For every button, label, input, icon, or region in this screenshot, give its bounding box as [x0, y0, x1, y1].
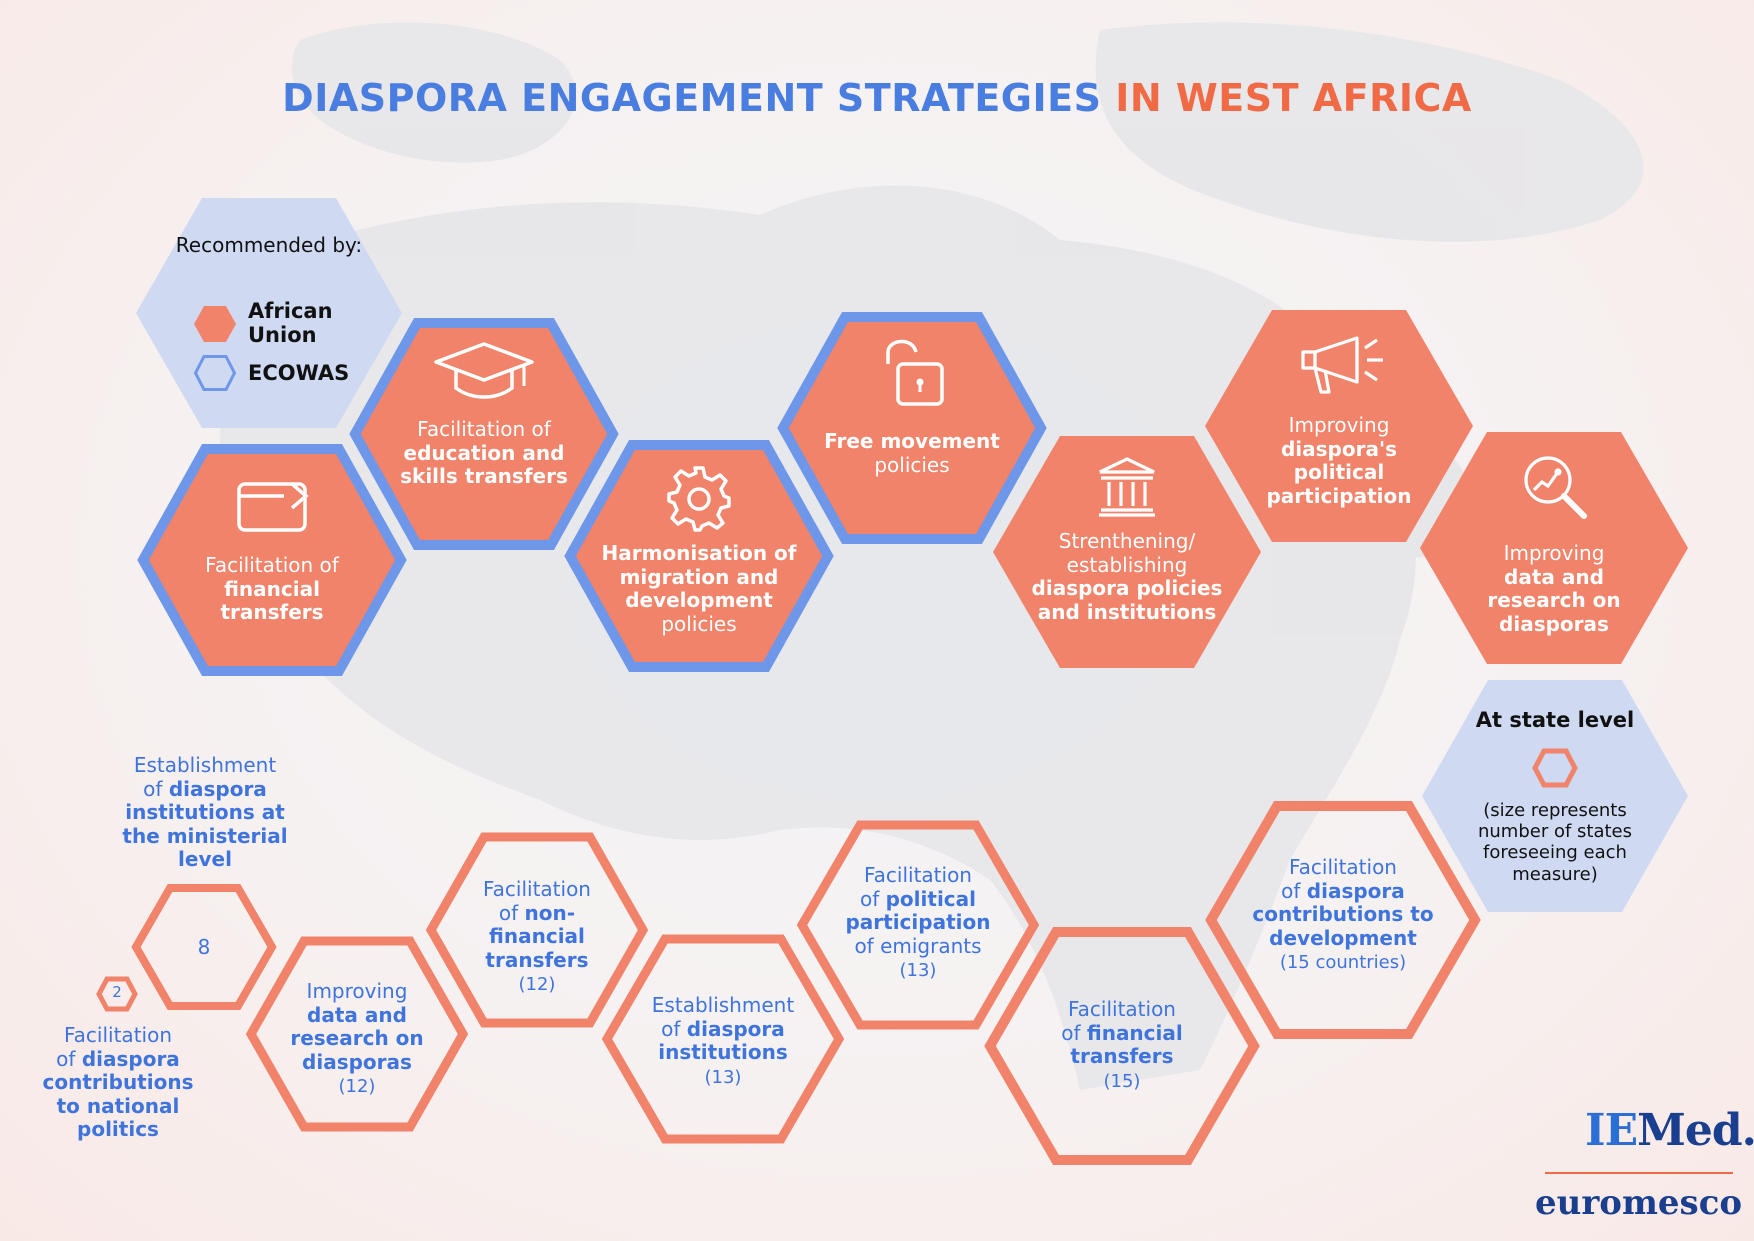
legend-ecowas-label: ECOWAS: [248, 361, 350, 385]
state-count-ministerial: 8: [197, 935, 211, 959]
graduation-cap-icon: [434, 342, 534, 399]
state-level-note: (size represents number of states forese…: [1477, 800, 1632, 885]
au-hex-icon: [194, 306, 236, 342]
magnifier-chart-icon: [1524, 456, 1587, 519]
gear-icon: [667, 466, 731, 532]
legend-heading: Recommended by:: [175, 233, 363, 257]
card-icon: [237, 482, 309, 532]
regional-label-harmonisation: Harmonisation of migration and developme…: [601, 541, 797, 636]
euromesco-logo: euromesco: [1535, 1183, 1743, 1223]
logo-divider: [1545, 1172, 1733, 1174]
state-level-heading: At state level: [1475, 708, 1635, 732]
regional-hex-harmonisation: Harmonisation of migration and developme…: [564, 440, 834, 672]
state-count-national-politics: 2: [112, 983, 122, 1001]
legend-au-label: African Union: [248, 299, 333, 348]
title-part-blue: DIASPORA ENGAGEMENT STRATEGIES: [282, 76, 1102, 120]
legend-state-level-hex: At state level (size represents number o…: [1422, 680, 1688, 912]
state-hex-national-politics: 2: [96, 976, 138, 1012]
state-hex-outline-icon: [1532, 748, 1578, 788]
megaphone-icon: [1301, 336, 1383, 394]
title-part-orange: IN WEST AFRICA: [1115, 76, 1472, 120]
legend-recommended-hex: Recommended by: African Union ECOWAS: [136, 198, 402, 428]
ecowas-hex-icon: [193, 355, 237, 391]
institution-icon: [1099, 457, 1155, 517]
unlock-icon: [886, 339, 944, 406]
state-hex-ministerial: 8: [131, 884, 277, 1010]
iemed-logo: IEMed.: [1585, 1105, 1754, 1156]
page-title: DIASPORA ENGAGEMENT STRATEGIES IN WEST A…: [0, 76, 1754, 120]
